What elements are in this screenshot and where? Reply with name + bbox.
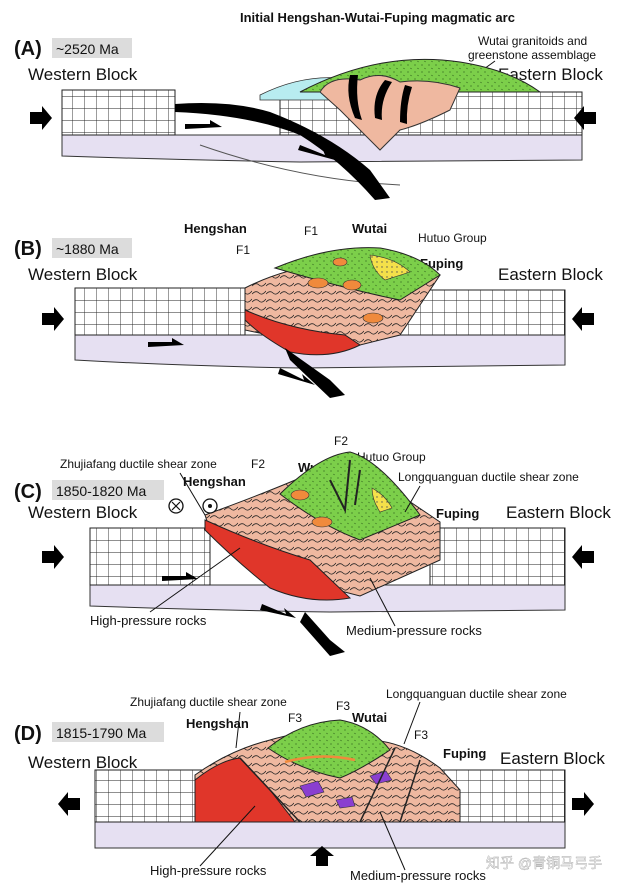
panel-a-letter: (A) (14, 38, 42, 60)
panel-c-hutuo: Hutuo Group (357, 450, 426, 464)
panel-a-age-box (52, 38, 132, 58)
panel-c-east: Eastern Block (506, 503, 611, 522)
panel-c: (C) 1850-1820 Ma Western Block Eastern B… (14, 434, 611, 656)
panel-a-age: ~2520 Ma (56, 41, 119, 57)
panel-d-age: 1815-1790 Ma (56, 725, 147, 741)
panel-d-hengshan: Hengshan (186, 716, 249, 731)
panel-b-east: Eastern Block (498, 265, 603, 284)
watermark: 知乎 @青铜马弓手 (486, 855, 603, 871)
panel-b-hutuo: Hutuo Group (418, 231, 487, 245)
panel-c-fuping: Fuping (436, 506, 479, 521)
panel-c-age-box (52, 480, 164, 500)
panel-d-f3-left: F3 (288, 711, 302, 725)
panel-c-zhujiafang: Zhujiafang ductile shear zone (60, 457, 217, 471)
panel-b-f1-left: F1 (236, 243, 250, 257)
panel-c-hengshan: Hengshan (183, 474, 246, 489)
panel-d-wutai: Wutai (352, 710, 387, 725)
panel-d-hp: High-pressure rocks (150, 863, 267, 878)
panel-b-letter: (B) (14, 238, 42, 260)
panel-c-f2-left: F2 (251, 457, 265, 471)
diagram-title: Initial Hengshan-Wutai-Fuping magmatic a… (240, 10, 515, 25)
panel-c-age: 1850-1820 Ma (56, 483, 147, 499)
panel-b-wutai: Wutai (352, 221, 387, 236)
panel-a: (A) ~2520 Ma Western Block Eastern Block… (14, 10, 603, 200)
panel-d-f3-right: F3 (414, 728, 428, 742)
panel-b: (B) ~1880 Ma Western Block Eastern Block… (14, 221, 603, 398)
panel-d-mp: Medium-pressure rocks (350, 868, 486, 883)
panel-c-longquanguan: Longquanguan ductile shear zone (398, 470, 579, 484)
panel-c-letter: (C) (14, 481, 42, 503)
panel-a-arc-note-2: greenstone assemblage (468, 48, 596, 62)
panel-d-longquanguan: Longquanguan ductile shear zone (386, 687, 567, 701)
panel-d-age-box (52, 722, 164, 742)
watermark-text: 知乎 @青铜马弓手 (486, 855, 602, 871)
panel-b-age: ~1880 Ma (56, 241, 119, 257)
panel-b-f1-right: F1 (304, 224, 318, 238)
panel-c-mp: Medium-pressure rocks (346, 623, 482, 638)
panel-a-west: Western Block (28, 65, 138, 84)
panel-d-fuping: Fuping (443, 746, 486, 761)
panel-d: (D) 1815-1790 Ma Western Block Eastern B… (14, 687, 605, 883)
panel-d-east: Eastern Block (500, 749, 605, 768)
panel-b-age-box (52, 238, 132, 258)
panel-d-zhujiafang: Zhujiafang ductile shear zone (130, 695, 287, 709)
panel-c-hp: High-pressure rocks (90, 613, 207, 628)
panel-d-west: Western Block (28, 753, 138, 772)
panel-c-west: Western Block (28, 503, 138, 522)
panel-d-f3-mid: F3 (336, 699, 350, 713)
panel-a-east: Eastern Block (498, 65, 603, 84)
panel-b-hengshan: Hengshan (184, 221, 247, 236)
panel-d-letter: (D) (14, 723, 42, 745)
panel-b-west: Western Block (28, 265, 138, 284)
panel-a-arc-note-1: Wutai granitoids and (478, 34, 587, 48)
panel-c-f2-top: F2 (334, 434, 348, 448)
